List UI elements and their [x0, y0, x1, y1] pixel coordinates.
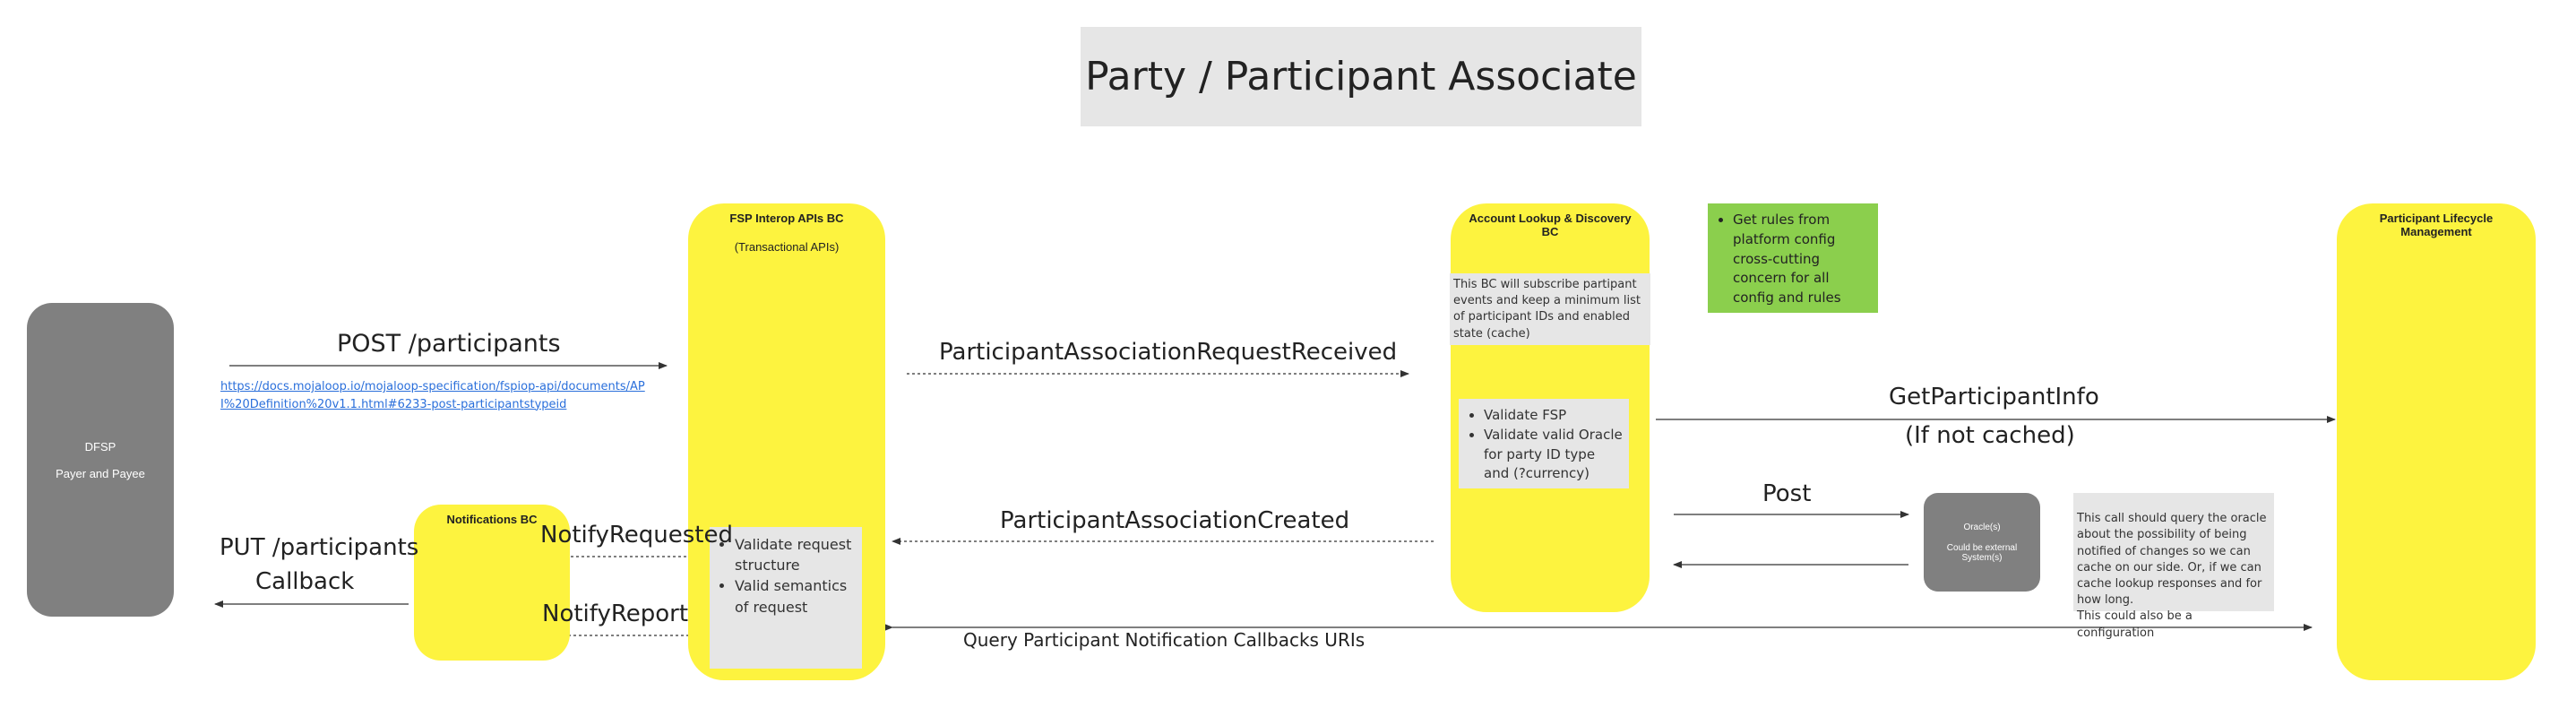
if-not-cached-label: (If not cached) [1905, 422, 2075, 449]
dfsp-title: DFSP [84, 440, 116, 454]
put-participants-label: PUT /participants [220, 534, 419, 561]
notify-requested-label: NotifyRequested [540, 522, 733, 549]
dfsp-node: DFSP Payer and Payee [27, 303, 174, 617]
notifications-bc-node: Notifications BC [414, 505, 570, 661]
oracle-title: Oracle(s) [1963, 523, 2001, 532]
association-created-label: ParticipantAssociationCreated [1000, 507, 1350, 534]
interop-validation-note: Validate request structure Valid semanti… [710, 527, 862, 669]
platform-config-note: Get rules from platform config cross-cut… [1708, 203, 1878, 313]
account-lookup-validation-note: Validate FSP Validate valid Oracle for p… [1459, 399, 1629, 488]
interop-validation-item: Valid semantics of request [735, 575, 857, 617]
oracle-subtitle: Could be external System(s) [1946, 543, 2018, 563]
fsp-interop-bc-title: FSP Interop APIs BC [729, 212, 844, 225]
oracle-node: Oracle(s) Could be external System(s) [1924, 493, 2040, 592]
platform-config-item: Get rules from platform config cross-cut… [1733, 211, 1873, 308]
oracle-note-text: This call should query the oracle about … [2077, 512, 2267, 640]
query-callbacks-label: Query Participant Notification Callbacks… [963, 629, 1366, 651]
post-participants-label: POST /participants [337, 330, 561, 358]
fsp-interop-bc-subtitle: (Transactional APIs) [734, 240, 840, 254]
notifications-bc-title: Notifications BC [446, 513, 538, 526]
get-participant-info-label: GetParticipantInfo [1889, 384, 2099, 410]
notify-report-label: NotifyReport [542, 600, 689, 627]
callback-label: Callback [255, 568, 355, 595]
post-participants-spec-link[interactable]: https://docs.mojaloop.io/mojaloop-specif… [220, 378, 650, 413]
diagram-title: Party / Participant Associate [1081, 27, 1641, 126]
participant-lifecycle-bc-title: Participant Lifecycle Management [2379, 212, 2494, 238]
account-lookup-validation-item: Validate FSP [1484, 406, 1624, 426]
account-lookup-info-text: This BC will subscribe partipant events … [1453, 278, 1641, 341]
account-lookup-info-note: This BC will subscribe partipant events … [1450, 273, 1650, 345]
oracle-note: This call should query the oracle about … [2073, 493, 2274, 640]
post-participants-spec-link-text: https://docs.mojaloop.io/mojaloop-specif… [220, 380, 645, 411]
account-lookup-validation-item: Validate valid Oracle for party ID type … [1484, 426, 1624, 484]
association-request-received-label: ParticipantAssociationRequestReceived [939, 339, 1398, 366]
interop-validation-item: Validate request structure [735, 534, 857, 575]
dfsp-subtitle: Payer and Payee [56, 467, 145, 480]
account-lookup-bc-title: Account Lookup & Discovery BC [1469, 212, 1632, 238]
participant-lifecycle-bc-node: Participant Lifecycle Management [2337, 203, 2536, 680]
post-oracle-label: Post [1762, 480, 1812, 507]
